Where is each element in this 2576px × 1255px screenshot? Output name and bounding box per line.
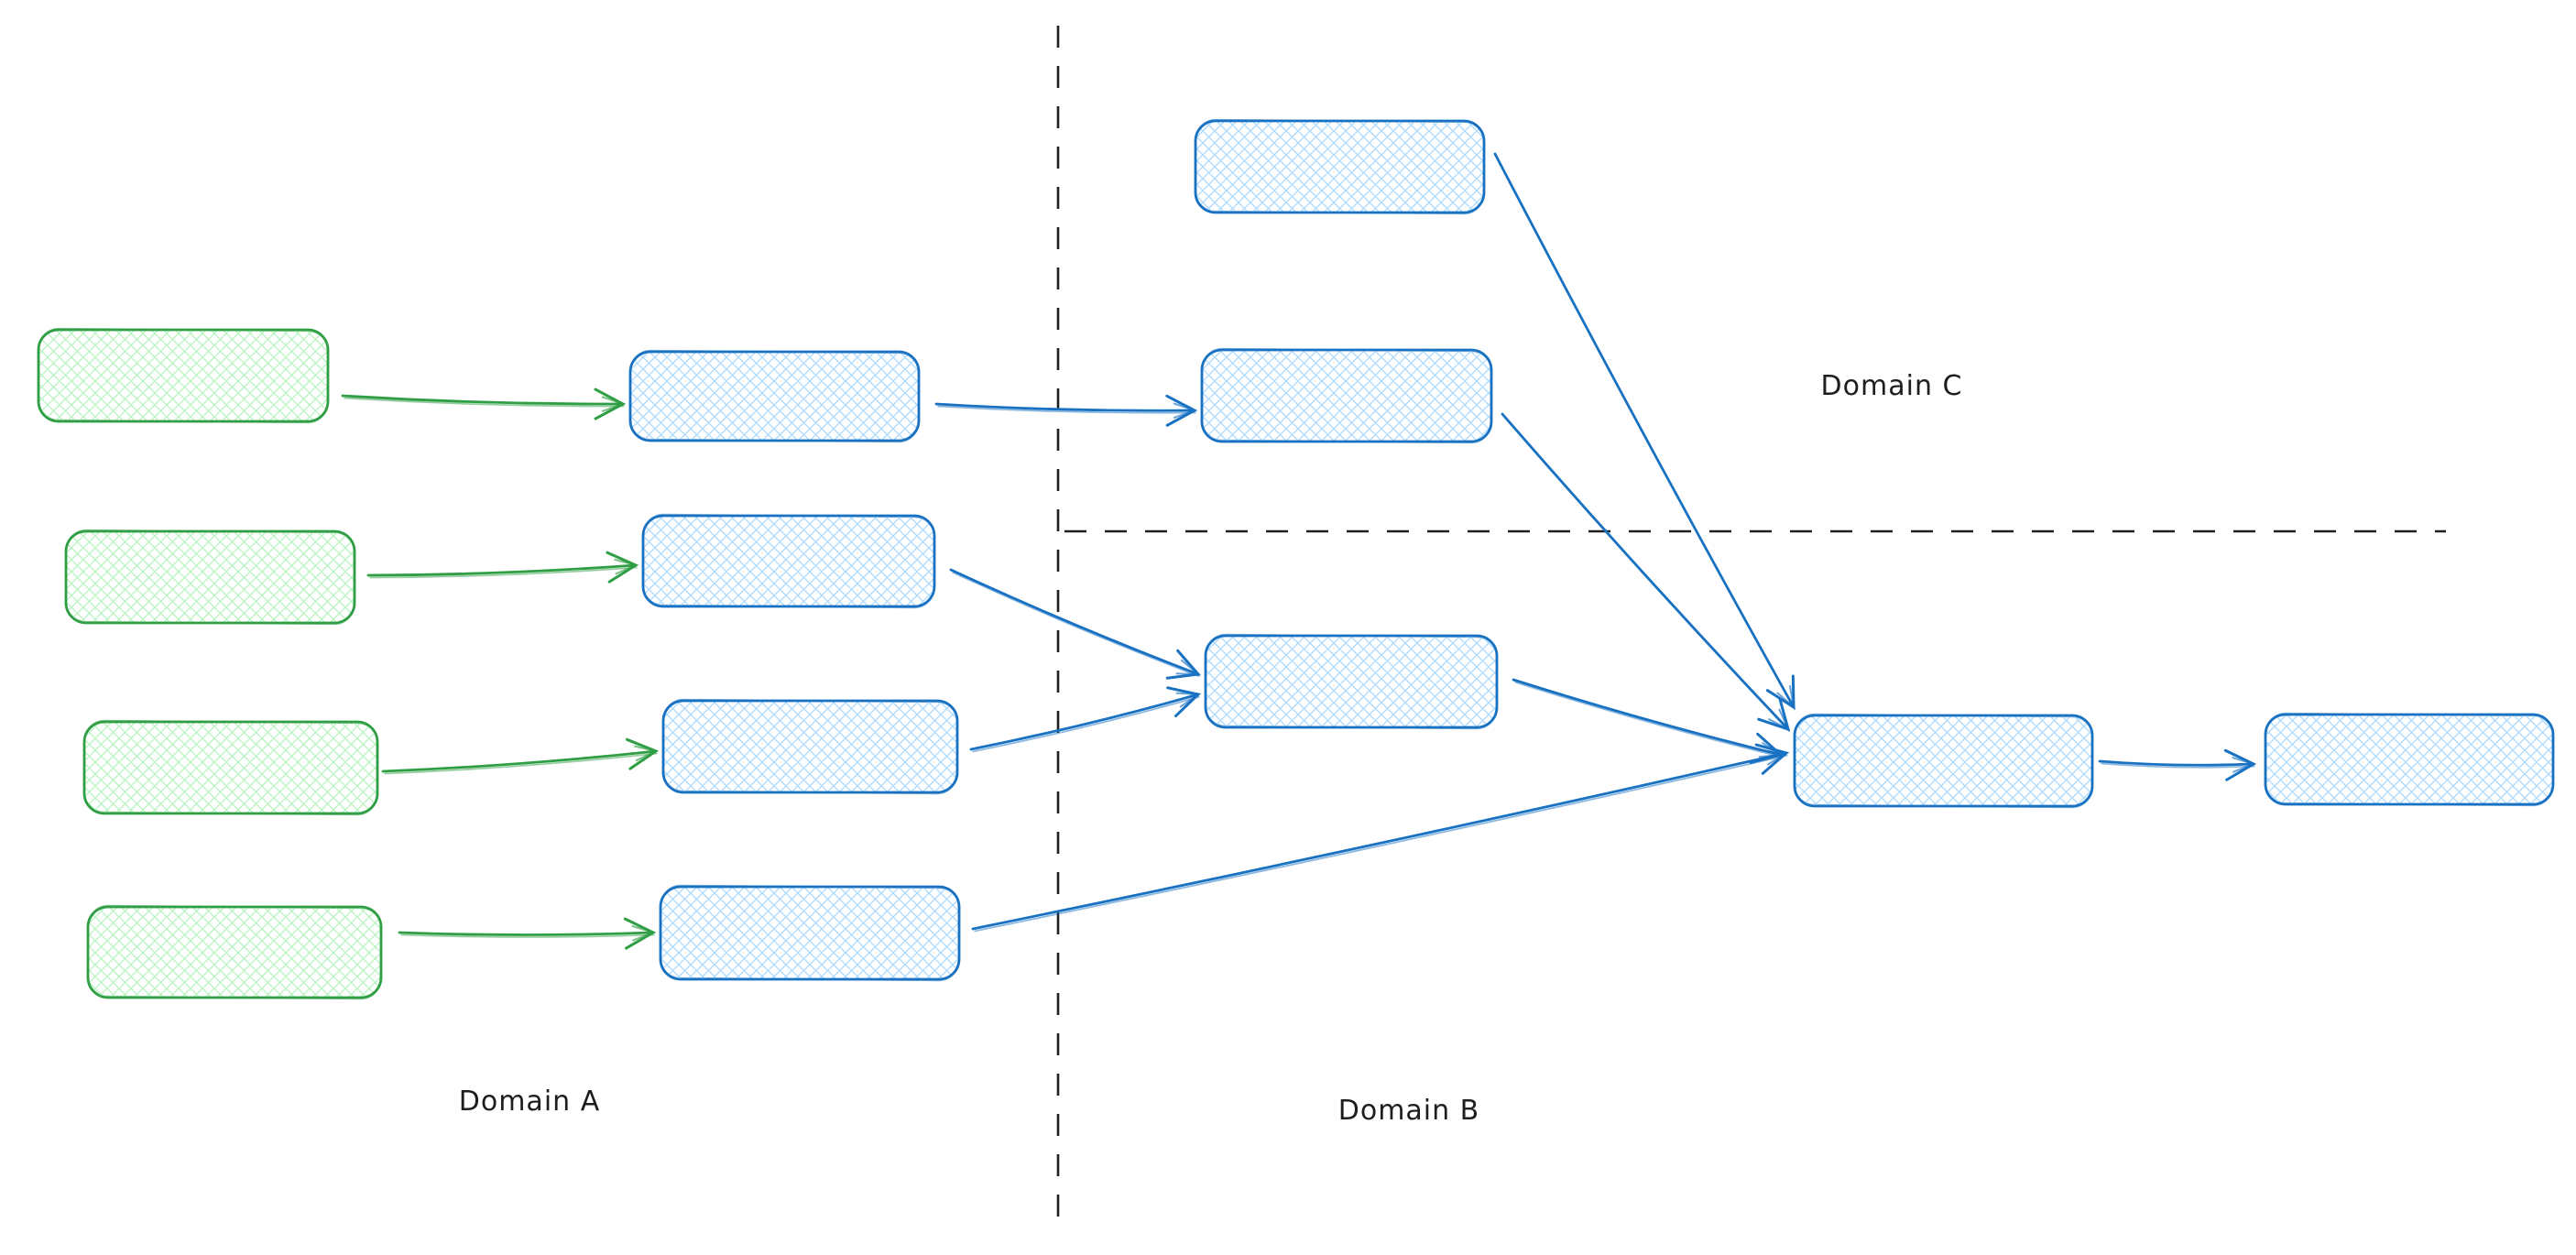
edge-a-source-3-to-a-process-3[interactable]	[381, 737, 660, 773]
edge-c-node-2-to-b-output[interactable]	[1501, 412, 1791, 732]
edge-b-output-to-b-final[interactable]	[2098, 748, 2257, 781]
edge-a-process-4-to-b-output[interactable]	[971, 743, 1790, 931]
edge-b-merge-to-b-output[interactable]	[1512, 678, 1785, 764]
edge-a-source-4-to-a-process-4[interactable]	[398, 917, 657, 950]
edge-a-source-1-to-a-process-1[interactable]	[341, 387, 627, 420]
edge-sketch-stroke	[384, 752, 658, 775]
node-b-output[interactable]	[1793, 714, 2094, 808]
node-a-source-4[interactable]	[86, 905, 383, 999]
domain-label-c[interactable]: Domain C	[1821, 370, 1963, 402]
edge-a-process-3-to-b-merge[interactable]	[969, 686, 1202, 751]
edge-sketch-stroke	[369, 566, 638, 579]
node-a-process-1[interactable]	[628, 350, 921, 442]
node-a-source-3[interactable]	[82, 720, 379, 815]
domain-label-a[interactable]: Domain A	[459, 1086, 600, 1118]
edge-a-process-2-to-b-merge[interactable]	[949, 568, 1201, 680]
node-b-merge[interactable]	[1204, 634, 1499, 729]
node-c-node-1[interactable]	[1194, 119, 1486, 214]
edge-sketch-stroke	[344, 397, 625, 408]
edge-sketch-stroke	[1514, 681, 1783, 758]
edge-a-process-1-to-c-node-2[interactable]	[934, 394, 1198, 427]
edge-sketch-stroke	[400, 933, 655, 938]
node-a-process-3[interactable]	[661, 699, 959, 794]
node-a-process-2[interactable]	[641, 514, 936, 608]
edge-sketch-stroke	[974, 754, 1788, 933]
domain-label-b[interactable]: Domain B	[1338, 1095, 1480, 1127]
edge-c-node-1-to-b-output[interactable]	[1493, 152, 1796, 710]
node-a-source-2[interactable]	[64, 529, 356, 625]
node-b-final[interactable]	[2264, 713, 2555, 806]
node-a-process-4[interactable]	[659, 885, 961, 981]
edge-sketch-stroke	[937, 405, 1196, 414]
node-c-node-2[interactable]	[1200, 348, 1493, 443]
edge-a-source-2-to-a-process-2[interactable]	[366, 551, 639, 584]
node-a-source-1[interactable]	[37, 328, 330, 423]
